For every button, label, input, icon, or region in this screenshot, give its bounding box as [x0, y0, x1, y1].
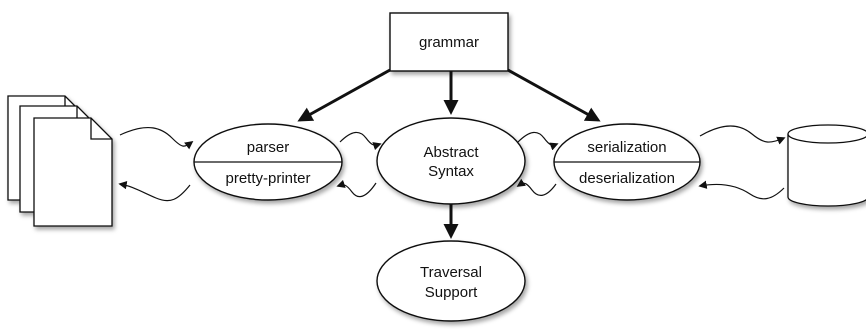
parser-to-syntax-arrow — [339, 131, 382, 151]
grammar-to-serialization-arrow — [507, 68, 601, 122]
document-stack-icon — [7, 95, 113, 227]
serialization-to-storage-arrow — [699, 125, 786, 145]
grammar-label: grammar — [418, 34, 479, 51]
traversal-label: Traversal — [420, 264, 482, 281]
syntax-to-serialization-arrow — [517, 131, 559, 151]
deserialization-to-syntax-arrow — [516, 178, 557, 196]
database-cylinder-icon — [787, 124, 866, 207]
storage-to-deserialization-arrow — [698, 180, 785, 200]
traversal-support-node — [376, 240, 526, 322]
serialization-node — [553, 123, 701, 201]
parser-label: parser — [246, 139, 290, 156]
support-label: Support — [424, 284, 478, 301]
abstract-label: Abstract — [423, 144, 479, 161]
grammar-to-parser-arrow — [297, 68, 391, 122]
syntax-to-printer-arrow — [336, 179, 377, 198]
pretty-printer-label: pretty-printer — [225, 170, 311, 187]
serialization-label: serialization — [587, 139, 667, 156]
parser-node — [193, 123, 343, 201]
printer-to-docs-arrow — [118, 180, 191, 202]
docs-to-parser-arrow — [119, 127, 194, 150]
grammar-node — [389, 12, 509, 72]
deserialization-label: deserialization — [579, 170, 675, 187]
syntax-label: Syntax — [428, 163, 474, 180]
